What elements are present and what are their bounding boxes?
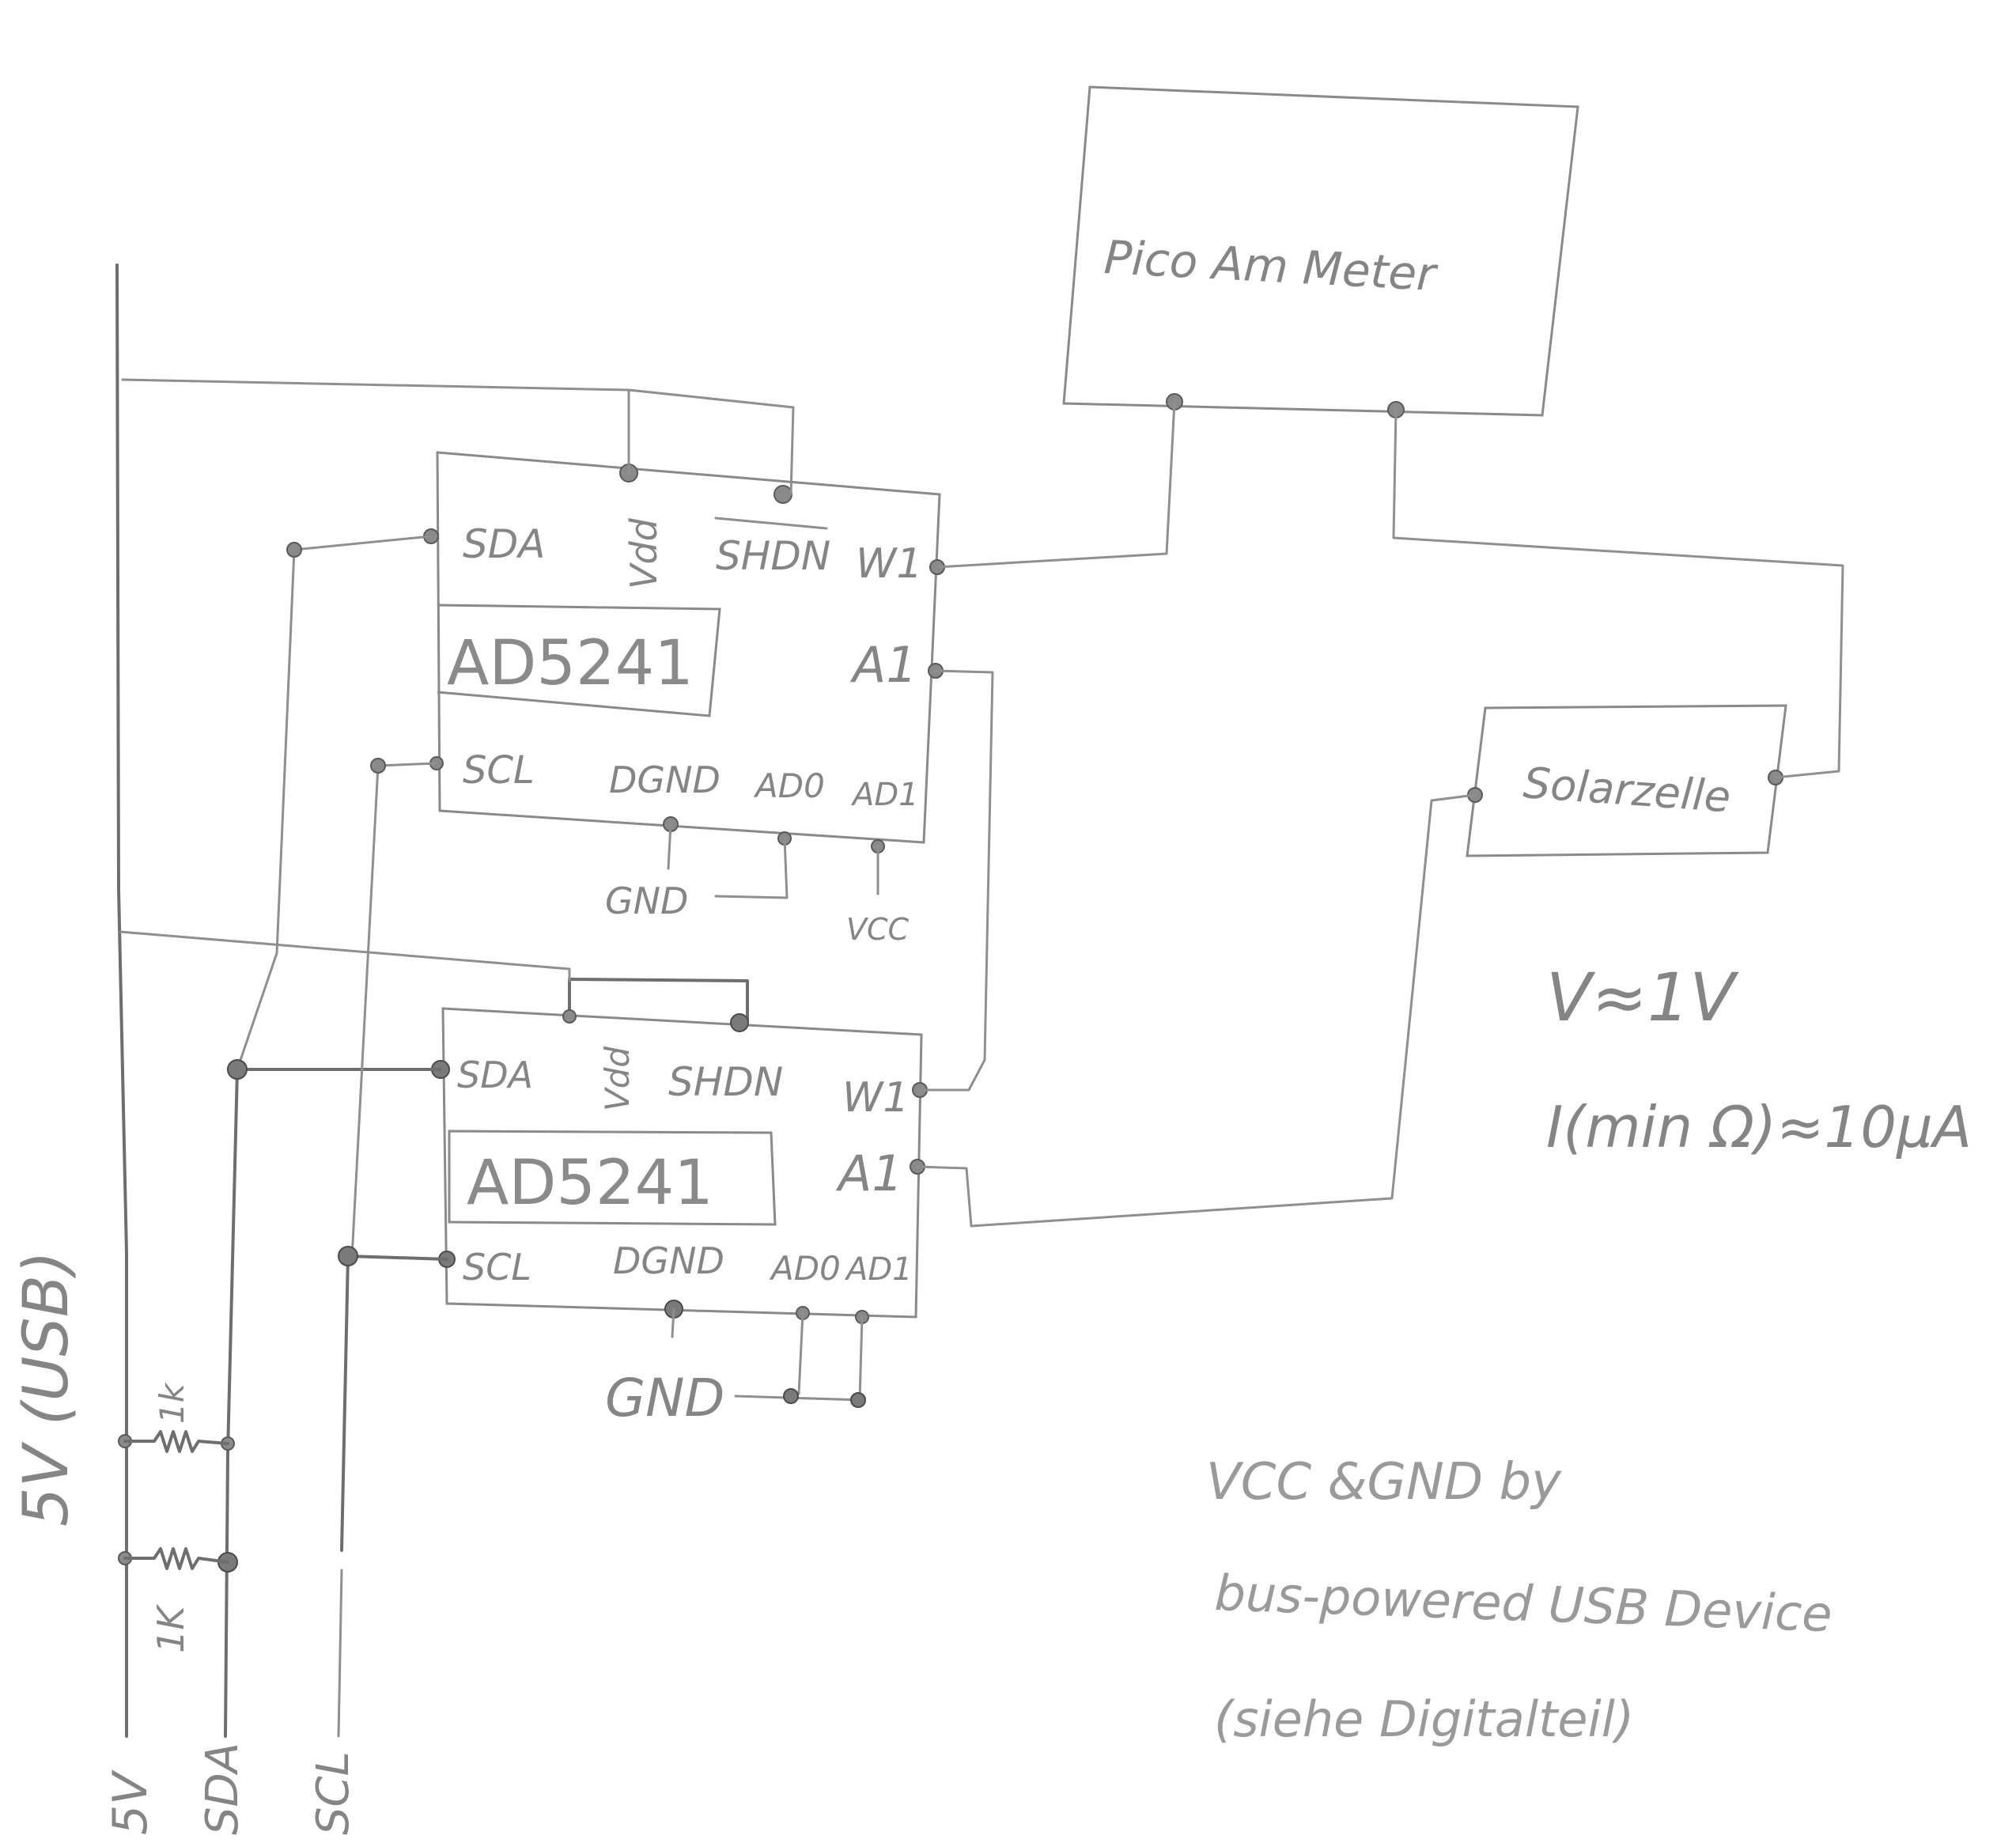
- chip-top-pin-ad0: AD0: [753, 766, 825, 805]
- wire-sda-top: [236, 535, 433, 1071]
- chip-bottom: AD5241 SDA Vdd SHDN W1 A1 SCL DGND AD0 A…: [431, 978, 928, 1429]
- ammeter-box: [1062, 85, 1579, 417]
- chip-bottom-pin-a1: A1: [835, 1145, 903, 1202]
- chip-top-pin-shdn: SHDN: [716, 533, 830, 579]
- chip-bottom-ad0-wire: [797, 1311, 804, 1395]
- chip-top-vcc-label: VCC: [846, 912, 910, 947]
- chip-top-pin-scl: SCL: [463, 748, 535, 793]
- wire-scl-top: [350, 762, 438, 1259]
- chip-top: AD5241 SDA Vdd SHDN W1 A1 SCL DGND AD0 A…: [423, 451, 945, 947]
- bus-line-scl-label: SCL: [308, 1751, 359, 1835]
- wire-5v: [115, 263, 128, 1738]
- bus-wires: [115, 263, 795, 1738]
- chip-top-pin-a1: A1: [849, 636, 917, 694]
- chip-top-shdn-overbar: [714, 517, 828, 530]
- spec-voltage: V≈1V: [1546, 959, 1739, 1036]
- wire-5v-top-chip: [121, 378, 795, 496]
- chip-top-gnd-label: GND: [605, 880, 688, 922]
- solar-cell-label: Solarzelle: [1522, 758, 1732, 822]
- chip-top-name-box: [437, 604, 721, 717]
- chip-top-ad0-wire: [714, 837, 789, 899]
- wire-top-w1-ammeter: [936, 400, 1176, 569]
- chip-bottom-pin-sda: SDA: [457, 1054, 533, 1096]
- chip-top-pin-w1: W1: [856, 540, 923, 588]
- chip-top-pin-dgnd: DGND: [609, 759, 721, 801]
- note-line-3: (siehe Digitalteil): [1214, 1690, 1634, 1748]
- chip-bottom-outline: [441, 1007, 923, 1319]
- ammeter: Pico Am Meter: [1062, 85, 1579, 418]
- resistor-bottom-label: 1K: [149, 1603, 192, 1653]
- chip-bottom-pin-w1: W1: [842, 1074, 910, 1122]
- chip-bottom-dot-gnd-b: [850, 1392, 866, 1408]
- signal-wires: [916, 400, 1844, 1228]
- wire-scl: [346, 1255, 448, 1261]
- wire-top-a1-bottom-w1: [918, 669, 994, 1092]
- wire-scl-down: [340, 1255, 350, 1552]
- resistor-top: [118, 1430, 235, 1453]
- chip-top-pin-sda: SDA: [463, 521, 545, 567]
- chip-bottom-pin-ad0: AD0: [769, 1249, 841, 1288]
- resistor-top-label: 1k: [153, 1382, 191, 1424]
- chip-bottom-gnd-label: GND: [605, 1368, 724, 1429]
- chip-bottom-name-box: [448, 1130, 777, 1226]
- chip-top-dot-shdn: [773, 485, 792, 504]
- chip-bottom-gnd-wire: [734, 1395, 864, 1402]
- bus-line-5v-label: 5V: [103, 1769, 158, 1835]
- bus-5v-usb-label: 5V (USB): [11, 1251, 82, 1527]
- note-line-1: VCC &GND by: [1206, 1453, 1562, 1512]
- chip-bottom-dot-gnd-a: [783, 1388, 799, 1404]
- scl-junction-dot: [338, 1246, 358, 1266]
- ammeter-label: Pico Am Meter: [1103, 230, 1439, 301]
- chip-bottom-ad1-wire: [858, 1315, 864, 1402]
- chip-top-pin-ad1: AD1: [850, 777, 919, 813]
- chip-bottom-pin-vdd: Vdd: [598, 1046, 637, 1111]
- resistor-top-zigzag: [123, 1430, 229, 1453]
- scl-top-dot: [370, 758, 386, 774]
- wire-5v-bottom-chip: [119, 930, 571, 982]
- solar-cell-box: [1466, 704, 1787, 857]
- resistor-bottom: [118, 1547, 238, 1572]
- chip-bottom-pin-scl: SCL: [463, 1246, 531, 1289]
- chip-top-pin-vdd: Vdd: [622, 517, 665, 589]
- chip-bottom-vdd-shdn-tie: [568, 978, 749, 1022]
- sda-top-dot: [286, 542, 302, 558]
- chip-bottom-dot-shdn: [730, 1013, 749, 1032]
- wire-sda-down: [224, 1068, 239, 1738]
- chip-top-dgnd-wire: [667, 823, 672, 870]
- wire-bottom-a1-solar: [916, 793, 1477, 1228]
- spec-current: I(min Ω)≈10μA: [1546, 1094, 1972, 1160]
- bus-line-sda-label: SDA: [197, 1743, 248, 1835]
- chip-bottom-pin-ad1: AD1: [844, 1251, 913, 1288]
- note-line-2: bus-powered USB Device: [1213, 1564, 1833, 1643]
- chip-bottom-pin-shdn: SHDN: [668, 1059, 783, 1105]
- resistor-bottom-zigzag: [123, 1547, 229, 1570]
- wire-ammeter-solar: [1392, 408, 1844, 779]
- solar-cell: Solarzelle: [1466, 704, 1787, 857]
- chip-bottom-pin-dgnd: DGND: [613, 1239, 724, 1282]
- chip-bottom-name: AD5241: [467, 1148, 713, 1219]
- wire-scl-bottom: [337, 1569, 343, 1738]
- sda-junction-dot: [227, 1059, 248, 1080]
- chip-bottom-dgnd-wire: [671, 1308, 675, 1338]
- chip-top-name: AD5241: [447, 628, 694, 699]
- chip-bottom-dot-vdd: [562, 1009, 577, 1024]
